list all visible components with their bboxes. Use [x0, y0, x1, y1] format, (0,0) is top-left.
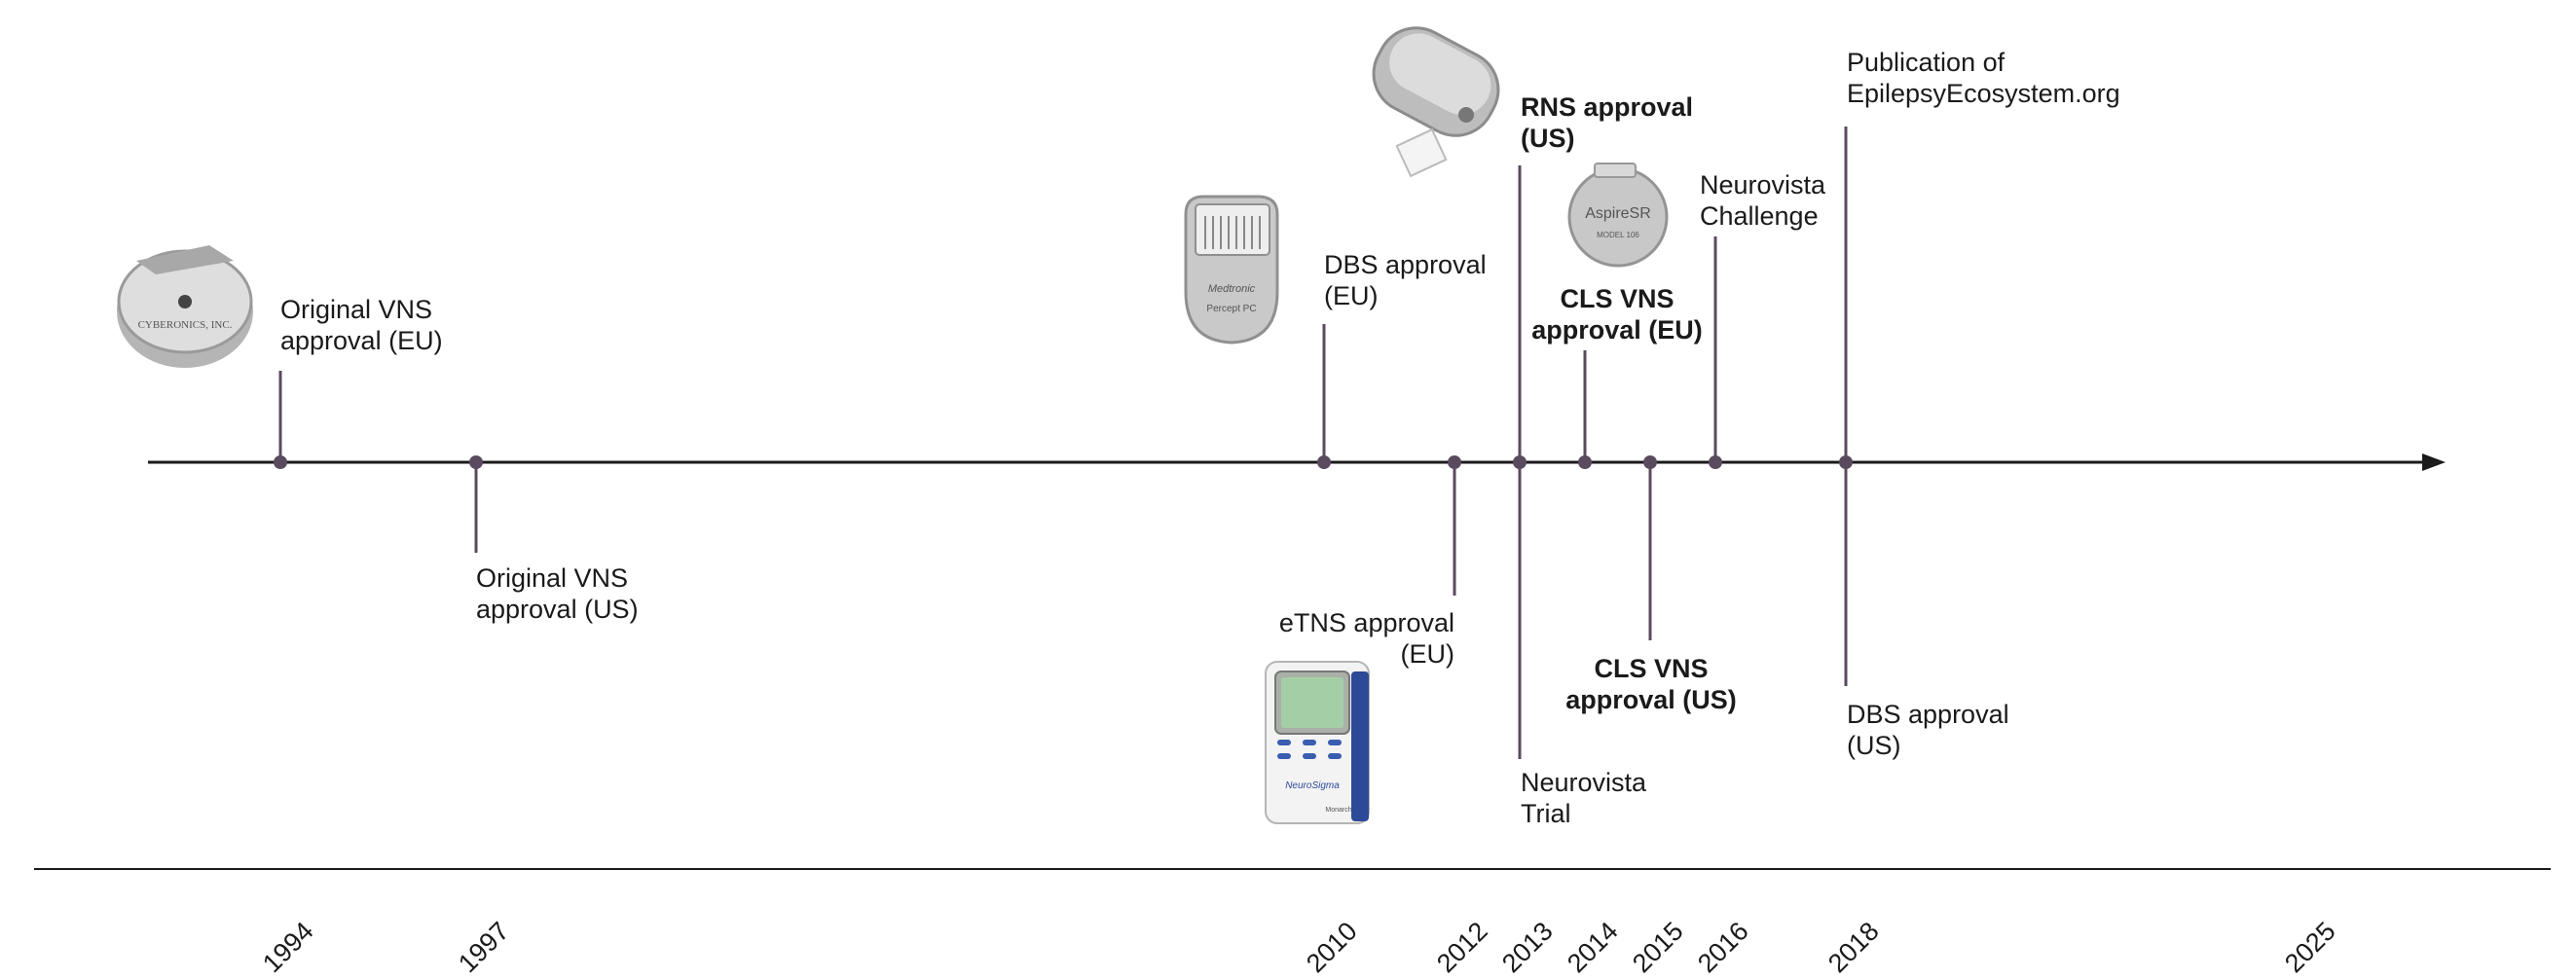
event-label-line: (US)	[1521, 124, 1575, 153]
event-marker	[1839, 455, 1853, 469]
event-marker	[1513, 455, 1527, 469]
event-label-line: Challenge	[1700, 201, 1819, 231]
device-brand-text: AspireSR	[1585, 205, 1651, 222]
event-label: Neurovista Trial	[1521, 767, 1646, 829]
event-label: Original VNS approval (EU)	[280, 294, 443, 356]
event-marker	[1643, 455, 1657, 469]
event-label-line: (US)	[1847, 731, 1901, 760]
event-label-line: approval (US)	[476, 595, 639, 624]
device-brand-text: CYBERONICS, INC.	[138, 319, 233, 331]
rns-device	[1372, 26, 1500, 178]
event-label: RNS approval (US)	[1521, 91, 1693, 154]
event-label-line: Neurovista	[1700, 170, 1826, 199]
device-model-text: Monarch	[1325, 807, 1351, 814]
event-label-line: approval (EU)	[280, 326, 443, 355]
event-label-line: Neurovista	[1521, 768, 1647, 797]
event-label-line: CLS VNS	[1594, 654, 1709, 683]
axis-arrowhead	[2422, 453, 2446, 471]
device-model-text: Percept PC	[1206, 304, 1256, 314]
event-label: Original VNS approval (US)	[476, 562, 639, 625]
event-marker	[1709, 455, 1722, 469]
event-marker	[1578, 455, 1592, 469]
original-vns-device: CYBERONICS, INC.	[117, 245, 253, 368]
event-markers	[274, 455, 1853, 469]
event-label-line: approval (EU)	[1531, 315, 1703, 344]
event-label-line: DBS approval	[1324, 250, 1487, 279]
event-label: CLS VNS approval (US)	[1546, 653, 1756, 715]
event-label-line: eTNS approval	[1278, 608, 1454, 637]
event-label-line: approval (US)	[1565, 685, 1737, 714]
event-label-line: Original VNS	[280, 295, 433, 324]
event-label-line: CLS VNS	[1560, 284, 1674, 313]
event-label: DBS approval (EU)	[1324, 249, 1487, 311]
event-label-line: (EU)	[1324, 281, 1379, 310]
device-model-text: MODEL 106	[1597, 231, 1639, 239]
event-label: Publication of EpilepsyEcosystem.org	[1847, 47, 2120, 109]
device-brand-text: Medtronic	[1208, 283, 1256, 295]
etns-device: NeuroSigma Monarch	[1265, 661, 1370, 824]
event-label-line: RNS approval	[1521, 92, 1694, 122]
event-label: eTNS approval (EU)	[1262, 607, 1454, 670]
dbs-device: Medtronic Percept PC	[1184, 195, 1279, 344]
event-label-line: DBS approval	[1847, 700, 2009, 729]
device-brand-text: NeuroSigma	[1285, 780, 1340, 791]
event-label: CLS VNS approval (EU)	[1521, 283, 1713, 345]
event-marker	[1448, 455, 1461, 469]
event-marker	[274, 455, 287, 469]
event-label-line: EpilepsyEcosystem.org	[1847, 79, 2120, 108]
event-label: DBS approval (US)	[1847, 699, 2009, 761]
event-label-line: (EU)	[1400, 639, 1455, 669]
event-stems	[278, 127, 1848, 759]
aspire-sr-device: AspireSR MODEL 106	[1567, 163, 1669, 268]
event-label: Neurovista Challenge	[1700, 169, 1825, 232]
event-label-line: Trial	[1521, 799, 1571, 828]
event-label-line: Original VNS	[476, 563, 629, 593]
event-marker	[1317, 455, 1331, 469]
event-label-line: Publication of	[1847, 48, 2006, 77]
event-marker	[469, 455, 483, 469]
